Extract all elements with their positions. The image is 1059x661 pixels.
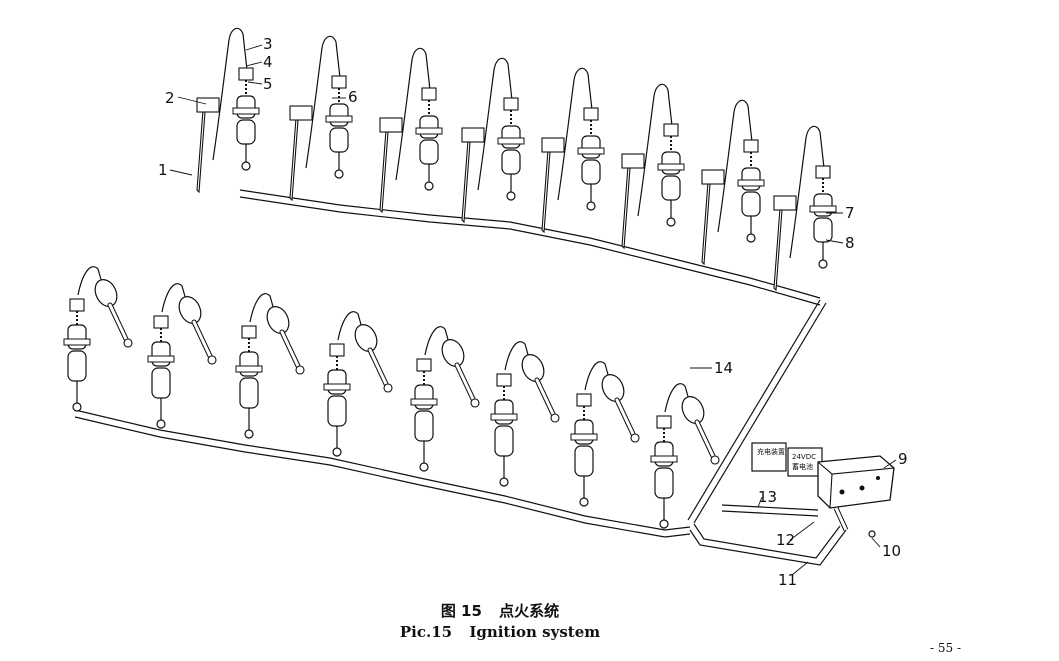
callout-5: 5 (263, 75, 273, 93)
page-number: - 55 - (929, 641, 961, 655)
control-box-assembly: 充电装置 24VDC 蓄电池 (689, 442, 895, 566)
callout-13: 13 (758, 488, 777, 506)
callout-8: 8 (845, 234, 855, 252)
figure-caption-english: Pic.15 Ignition system (0, 623, 1000, 641)
callout-leaders (169, 44, 897, 576)
callout-11: 11 (778, 571, 797, 589)
figure-number-cn: 图 15 (440, 602, 482, 620)
callout-numbers: 1 2 3 4 5 6 7 8 9 10 11 12 13 14 (158, 35, 908, 589)
callout-7: 7 (845, 204, 855, 222)
charger-box (751, 442, 787, 472)
callout-10: 10 (882, 542, 901, 560)
connecting-pipe (687, 299, 827, 524)
lower-gas-manifold (74, 409, 691, 538)
callout-12: 12 (776, 531, 795, 549)
callout-14: 14 (714, 359, 733, 377)
figure-caption-chinese: 图 15 点火系统 (0, 600, 1000, 621)
figure-title-en: Ignition system (469, 623, 601, 641)
upper-gas-manifold (239, 189, 821, 306)
figure-number-en: Pic.15 (399, 623, 453, 641)
callout-6: 6 (348, 88, 358, 106)
callout-3: 3 (263, 35, 273, 53)
callout-9: 9 (898, 450, 908, 468)
battery-voltage-label: 24VDC (792, 453, 816, 461)
upper-igniter-row (196, 27, 837, 292)
callout-2: 2 (165, 89, 175, 107)
figure-title-cn: 点火系统 (499, 602, 560, 620)
charger-label: 充电装置 (757, 447, 785, 456)
callout-1: 1 (158, 161, 168, 179)
callout-4: 4 (263, 53, 273, 71)
battery-label: 蓄电池 (792, 462, 813, 471)
lower-igniter-row (64, 267, 719, 528)
battery-box (787, 447, 823, 477)
